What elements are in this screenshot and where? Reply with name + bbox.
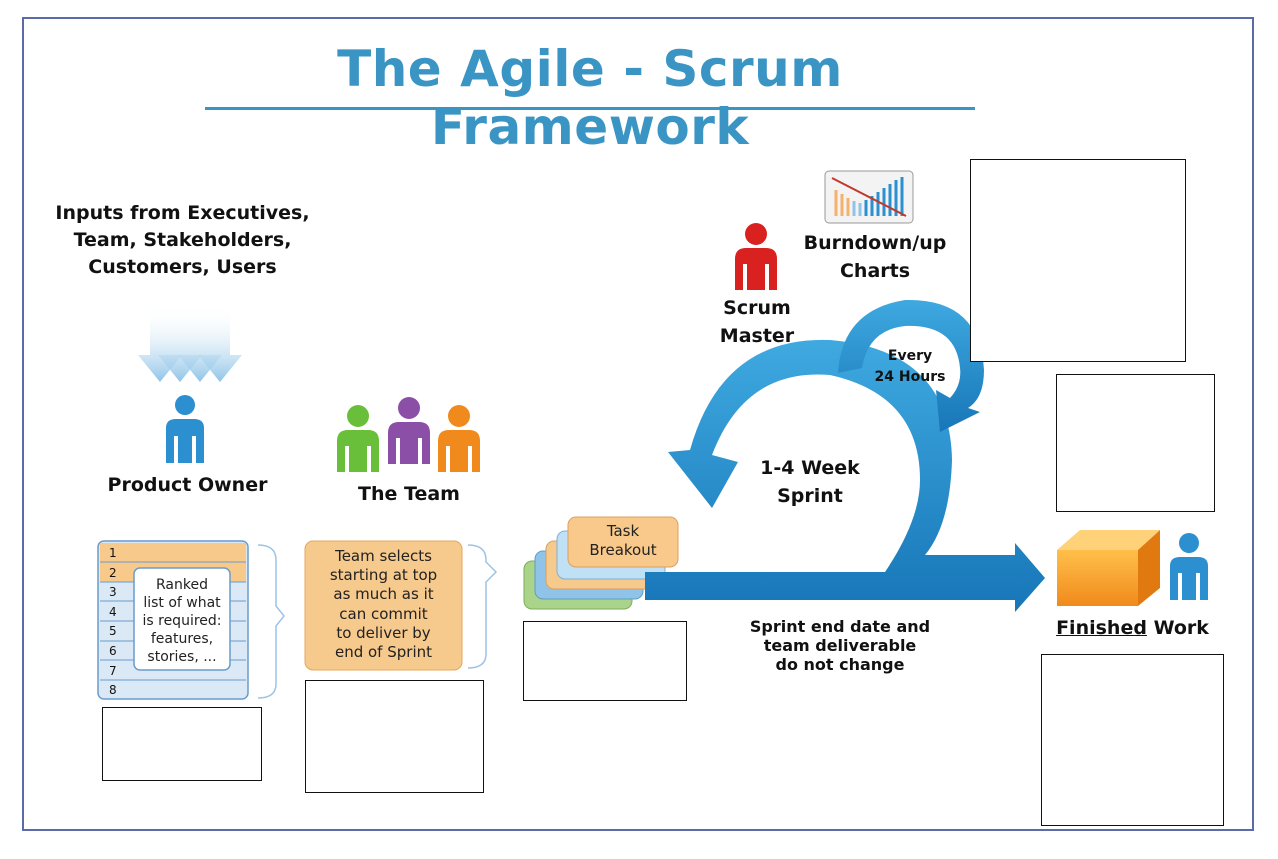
blank-box-task-breakout <box>523 621 687 701</box>
backlog-card-line: stories, ... <box>147 649 217 665</box>
backlog-row: 3 <box>109 585 117 600</box>
burndown-label: Burndown/up Charts <box>795 229 955 285</box>
backlog-row: 8 <box>109 683 117 698</box>
burndown-chart-icon <box>824 170 914 224</box>
team-selects-line: can commit <box>339 604 428 623</box>
backlog-card-line: Ranked <box>156 577 208 593</box>
input-arrows-icon <box>138 305 242 382</box>
task-breakout-line: Task <box>606 522 640 540</box>
daily-line: 24 Hours <box>874 369 946 385</box>
backlog-card-text: Ranked list of what is required: feature… <box>134 576 230 666</box>
backlog-card-line: features, <box>150 631 214 647</box>
diagram-frame <box>22 17 1254 831</box>
team-green-person-icon <box>337 405 379 472</box>
blank-box-team-selects <box>305 680 484 793</box>
task-breakout-line: Breakout <box>589 541 657 559</box>
backlog-row: 2 <box>109 565 117 580</box>
team-selects-card <box>304 540 498 671</box>
sprint-line: Sprint <box>777 485 843 507</box>
team-selects-line: starting at top <box>329 566 438 585</box>
sprint-cycle-arrow <box>645 299 1045 612</box>
backlog-card-line: list of what <box>143 595 221 611</box>
inputs-line-3: Customers, Users <box>88 256 277 278</box>
blank-box-daily <box>1056 374 1215 512</box>
team-orange-person-icon <box>438 405 480 472</box>
product-owner-icon <box>166 395 204 463</box>
finished-word: Finished <box>1056 617 1147 639</box>
team-selects-text: Team selects starting at top as much as … <box>305 547 462 662</box>
team-purple-person-icon <box>388 397 430 464</box>
sprint-end-line: team deliverable <box>763 636 917 655</box>
sprint-end-line: do not change <box>775 655 905 674</box>
backlog-row: 4 <box>109 604 117 619</box>
task-breakout-stack <box>523 516 679 610</box>
sprint-line: 1-4 Week <box>760 457 860 479</box>
finished-work-box-icon <box>1057 530 1160 606</box>
inputs-line-1: Inputs from Executives, <box>55 202 310 224</box>
team-selects-line: to deliver by <box>336 623 431 642</box>
scrum-master-label: Scrum Master <box>705 294 809 350</box>
blank-box-finished-work <box>1041 654 1224 826</box>
finished-work-person-icon <box>1170 533 1208 600</box>
inputs-label: Inputs from Executives, Team, Stakeholde… <box>40 200 325 281</box>
backlog-card-line: is required: <box>142 613 222 629</box>
backlog-row: 6 <box>109 643 117 658</box>
product-backlog-icon <box>97 540 285 700</box>
backlog-row-numbers: 1 2 3 4 5 6 7 8 <box>109 544 117 701</box>
backlog-row: 1 <box>109 546 117 560</box>
scrum-master-line: Scrum <box>723 297 791 319</box>
burndown-line: Burndown/up <box>803 232 947 254</box>
backlog-row: 7 <box>109 663 117 678</box>
finished-work-label: Finished Work <box>1050 615 1215 642</box>
sprint-label: 1-4 Week Sprint <box>740 454 880 510</box>
blank-box-burndown <box>970 159 1186 362</box>
backlog-row: 5 <box>109 624 117 639</box>
scrum-master-icon <box>735 223 777 290</box>
task-breakout-text: Task Breakout <box>568 522 678 560</box>
burndown-line: Charts <box>839 260 911 282</box>
scrum-master-line: Master <box>719 325 795 347</box>
daily-label: Every 24 Hours <box>865 346 955 388</box>
title-underline <box>205 107 975 110</box>
blank-box-backlog <box>102 707 262 781</box>
sprint-end-note: Sprint end date and team deliverable do … <box>745 617 935 674</box>
product-owner-label: Product Owner <box>107 474 268 496</box>
inputs-line-2: Team, Stakeholders, <box>73 229 292 251</box>
the-team-label: The Team <box>358 483 460 505</box>
team-selects-line: as much as it <box>333 585 434 604</box>
sprint-end-line: Sprint end date and <box>749 617 931 636</box>
team-selects-line: Team selects <box>335 547 432 565</box>
work-word: Work <box>1153 617 1209 639</box>
team-selects-line: end of Sprint <box>334 643 433 662</box>
daily-line: Every <box>887 348 933 364</box>
